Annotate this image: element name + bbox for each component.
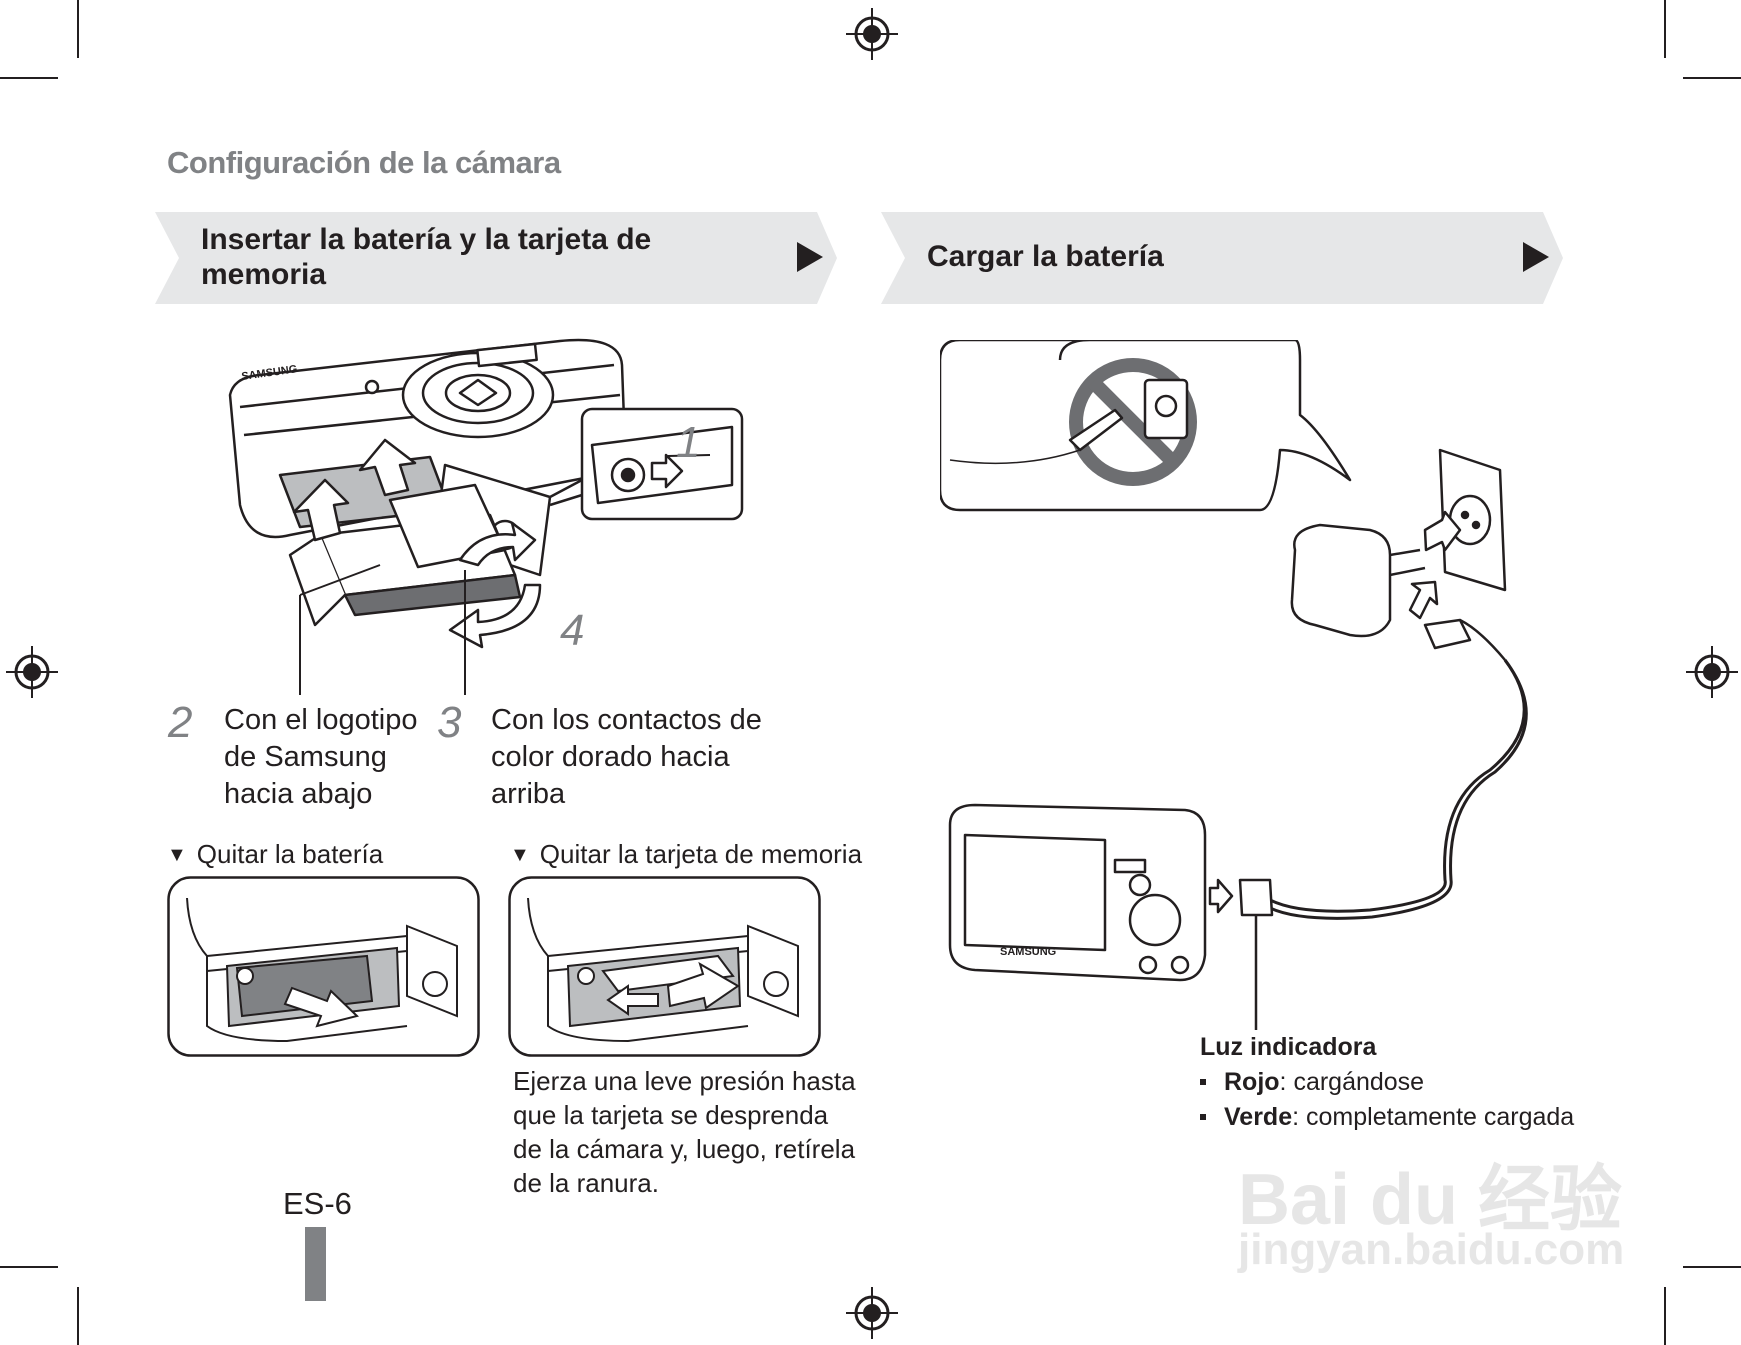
page-number: ES-6 bbox=[283, 1186, 352, 1221]
step-number-3: 3 bbox=[437, 698, 462, 747]
crop-mark bbox=[1664, 1287, 1666, 1345]
charging-illustration: SAMSUNG bbox=[940, 340, 1528, 1030]
camera-battery-insert-illustration: SAMSUNG bbox=[228, 338, 744, 695]
banner-charge-title: Cargar la batería bbox=[927, 240, 1164, 273]
arrow-right-icon bbox=[1523, 242, 1549, 272]
baidu-watermark-url: jingyan.baidu.com bbox=[1238, 1225, 1625, 1274]
remove-memory-card-illustration bbox=[508, 876, 821, 1057]
registration-mark-icon bbox=[846, 8, 898, 60]
remove-battery-illustration bbox=[167, 876, 480, 1057]
step-number-2: 2 bbox=[168, 698, 193, 747]
triangle-down-icon: ▼ bbox=[510, 844, 530, 866]
crop-mark bbox=[1664, 0, 1666, 58]
bullet-icon bbox=[1200, 1114, 1206, 1120]
section-title: Configuración de la cámara bbox=[167, 145, 561, 180]
remove-card-heading: ▼ Quitar la tarjeta de memoria bbox=[510, 839, 862, 870]
remove-battery-heading: ▼ Quitar la batería bbox=[167, 839, 383, 870]
step3-caption: Con los contactos de color dorado hacia … bbox=[491, 702, 762, 813]
remove-battery-label: Quitar la batería bbox=[196, 839, 384, 869]
remove-card-instructions: Ejerza una leve presión hasta que la tar… bbox=[513, 1064, 856, 1200]
banner-insert-line1: Insertar la batería y la tarjeta de bbox=[201, 223, 652, 256]
triangle-down-icon: ▼ bbox=[167, 844, 187, 866]
step3-line2: color dorado hacia bbox=[491, 741, 730, 773]
section-banner-insert bbox=[155, 212, 837, 304]
arrow-right-icon bbox=[797, 242, 823, 272]
crop-mark bbox=[1683, 1266, 1741, 1268]
indicator-green-text: : completamente cargada bbox=[1292, 1103, 1575, 1131]
camera-brand-label: SAMSUNG bbox=[1000, 946, 1056, 958]
registration-mark-icon bbox=[6, 646, 58, 698]
step3-line3: arriba bbox=[491, 778, 566, 810]
banner-insert-title: Insertar la batería y la tarjeta de memo… bbox=[201, 222, 651, 292]
step2-line1: Con el logotipo bbox=[224, 704, 418, 736]
indicator-red-text: : cargándose bbox=[1279, 1068, 1425, 1096]
remove-card-line2: que la tarjeta se desprenda bbox=[513, 1100, 829, 1130]
registration-mark-icon bbox=[1686, 646, 1738, 698]
indicator-red-label: Rojo bbox=[1224, 1068, 1280, 1096]
indicator-red-item: Rojo: cargándose bbox=[1200, 1068, 1424, 1097]
indicator-light-title: Luz indicadora bbox=[1200, 1033, 1377, 1061]
step2-caption: Con el logotipo de Samsung hacia abajo bbox=[224, 702, 417, 813]
indicator-green-item: Verde: completamente cargada bbox=[1200, 1103, 1574, 1132]
page-tab-bar bbox=[305, 1227, 326, 1301]
crop-mark bbox=[77, 0, 79, 58]
banner-insert-line2: memoria bbox=[201, 258, 327, 291]
crop-mark bbox=[1683, 77, 1741, 79]
step-number-4: 4 bbox=[560, 606, 585, 655]
step3-line1: Con los contactos de bbox=[491, 704, 762, 736]
section-banner-charge bbox=[881, 212, 1563, 304]
crop-mark bbox=[0, 77, 58, 79]
remove-card-label: Quitar la tarjeta de memoria bbox=[539, 839, 863, 869]
remove-card-line1: Ejerza una leve presión hasta bbox=[513, 1066, 856, 1096]
step2-line2: de Samsung bbox=[224, 741, 387, 773]
remove-card-line3: de la cámara y, luego, retírela bbox=[513, 1134, 856, 1164]
step-number-1: 1 bbox=[676, 418, 701, 467]
indicator-green-label: Verde bbox=[1224, 1103, 1293, 1131]
crop-mark bbox=[77, 1287, 79, 1345]
remove-card-line4: de la ranura. bbox=[513, 1168, 659, 1198]
baidu-watermark-logo: Bai du 经验 bbox=[1238, 1160, 1623, 1240]
step2-line3: hacia abajo bbox=[224, 778, 373, 810]
bullet-icon bbox=[1200, 1079, 1206, 1085]
registration-mark-icon bbox=[846, 1287, 898, 1339]
crop-mark bbox=[0, 1266, 58, 1268]
